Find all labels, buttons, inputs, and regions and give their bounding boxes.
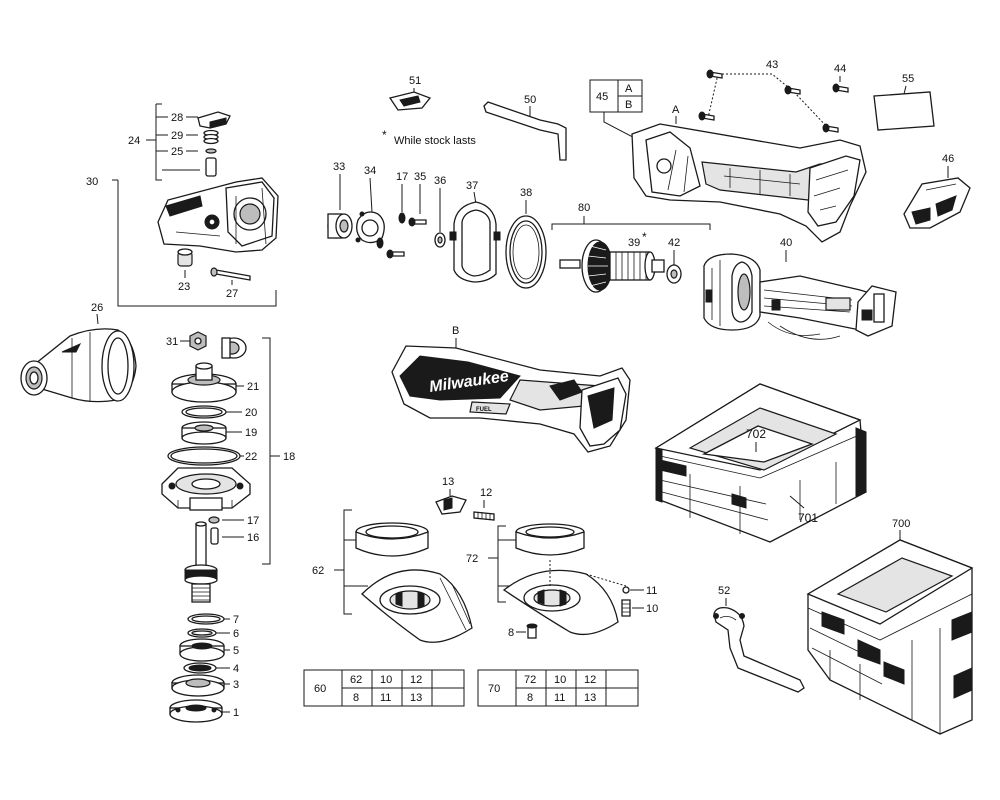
- table60-r1c1: 62: [350, 674, 362, 686]
- armature-group: 80 39 * 42: [551, 202, 711, 293]
- label-55: 55: [902, 73, 914, 85]
- label-38: 38: [520, 187, 532, 199]
- label-20: 20: [245, 407, 257, 419]
- gearcase-housing: [157, 177, 279, 253]
- label-44: 44: [834, 63, 846, 75]
- latch-13-12: 13 12: [435, 476, 495, 521]
- table-60: 60 62 10 12 8 11 13: [303, 669, 465, 707]
- label-6: 6: [233, 628, 239, 640]
- table70-r2c2: 11: [554, 692, 565, 704]
- label-62: 62: [312, 565, 324, 577]
- case-insert-701: 702 701: [654, 383, 867, 543]
- label-40: 40: [780, 237, 792, 249]
- table60-r1c3: 12: [410, 674, 422, 686]
- table70-r2c1: 8: [527, 692, 533, 704]
- label-30: 30: [86, 176, 98, 188]
- table70-r2c3: 13: [584, 692, 596, 704]
- label-50: 50: [524, 94, 536, 106]
- label-80: 80: [578, 202, 590, 214]
- label-34: 34: [364, 165, 376, 177]
- spring-29: [203, 129, 219, 145]
- label-8: 8: [508, 627, 514, 639]
- label-7: 7: [233, 614, 239, 626]
- table60-r2c3: 13: [410, 692, 422, 704]
- label-4: 4: [233, 663, 239, 675]
- label-46: 46: [942, 153, 954, 165]
- label-21: 21: [247, 381, 259, 393]
- box45-number: 45: [596, 91, 608, 103]
- label-39-asterisk: *: [642, 230, 647, 244]
- label-36: 36: [434, 175, 446, 187]
- label-24: 24: [128, 135, 140, 147]
- label-12: 12: [480, 487, 492, 499]
- box45-b: B: [625, 99, 632, 111]
- stator-electronics-40: 40: [703, 237, 897, 340]
- label-31: 31: [166, 336, 178, 348]
- table70-r1c2: 10: [554, 674, 566, 686]
- label-1: 1: [233, 707, 239, 719]
- table70-r1c3: 12: [584, 674, 596, 686]
- spanner-wrench-52: 52: [713, 585, 805, 693]
- label-16: 16: [247, 532, 259, 544]
- label-39: 39: [628, 237, 640, 249]
- label-28: 28: [171, 112, 183, 124]
- side-handle-26: 26: [20, 302, 137, 403]
- label-700: 700: [892, 518, 910, 530]
- label-A: A: [672, 104, 680, 116]
- fuel-logo: FUEL: [476, 407, 492, 413]
- label-51: 51: [409, 75, 421, 87]
- table60-r2c1: 8: [353, 692, 359, 704]
- label-3: 3: [233, 679, 239, 691]
- label-29: 29: [171, 130, 183, 142]
- table60-r1c2: 10: [380, 674, 392, 686]
- label-35: 35: [414, 171, 426, 183]
- label-23: 23: [178, 281, 190, 293]
- gearcase-group: 30 24 28 29 25: [86, 103, 279, 307]
- table70-id: 70: [488, 683, 500, 695]
- case-700: 700: [806, 518, 974, 735]
- table60-id: 60: [314, 683, 326, 695]
- guard-72-group: 72 11 10 8: [466, 523, 658, 639]
- spindle: [184, 521, 218, 603]
- label-25: 25: [171, 146, 183, 158]
- housing-b-group: B Milwaukee FUEL: [391, 325, 631, 453]
- gear-stack-group: 31 18 21 20 19 22: [161, 331, 295, 723]
- label-11: 11: [646, 585, 657, 597]
- label-702: 702: [746, 427, 766, 441]
- label-33: 33: [333, 161, 345, 173]
- label-22: 22: [245, 451, 257, 463]
- label-72: 72: [466, 553, 478, 565]
- label-37: 37: [466, 180, 478, 192]
- note-text: While stock lasts: [394, 135, 476, 147]
- table70-r1c1: 72: [524, 674, 536, 686]
- table-70: 70 72 10 12 8 11 13: [477, 669, 639, 707]
- label-42: 42: [668, 237, 680, 249]
- label-43: 43: [766, 59, 778, 71]
- label-18: 18: [283, 451, 295, 463]
- label-B: B: [452, 325, 459, 337]
- label-10: 10: [646, 603, 658, 615]
- motor-small-parts: 33 34 17 35 36 37 38: [327, 161, 547, 289]
- upper-middle-parts: 51 50 * While stock lasts: [382, 75, 567, 161]
- label-52: 52: [718, 585, 730, 597]
- label-701: 701: [798, 511, 818, 525]
- label-19: 19: [245, 427, 257, 439]
- box45-a: A: [625, 83, 633, 95]
- note-asterisk: *: [382, 128, 387, 142]
- label-26: 26: [91, 302, 103, 314]
- label-27: 27: [226, 288, 238, 300]
- label-13: 13: [442, 476, 454, 488]
- table60-r2c2: 11: [380, 692, 391, 704]
- label-17: 17: [247, 515, 259, 527]
- label-5: 5: [233, 645, 239, 657]
- housing-a-group: 45 A B A 43 44 55: [589, 59, 971, 243]
- label-17b: 17: [396, 171, 408, 183]
- guard-62-group: 62: [312, 509, 473, 643]
